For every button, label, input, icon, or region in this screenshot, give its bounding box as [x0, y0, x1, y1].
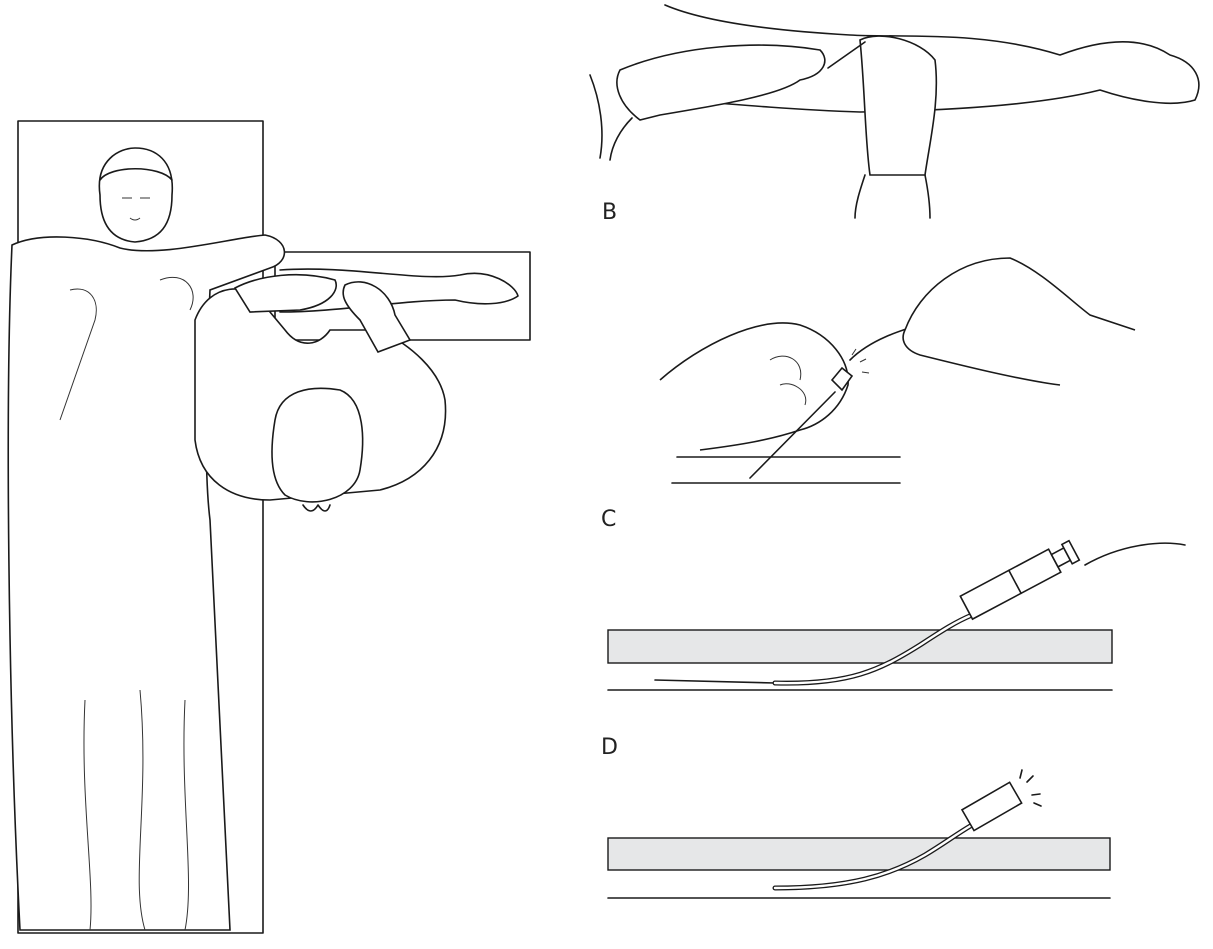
needle-shaft: [749, 391, 836, 479]
right-gloved-hand: [859, 35, 938, 176]
operator-head: [271, 387, 364, 503]
panel-a-illustration: [589, 4, 1200, 219]
guidewire-tip: [654, 679, 776, 684]
needle: [827, 41, 866, 69]
sterile-drape: [7, 234, 286, 931]
panel-label-b: B: [602, 200, 618, 225]
hand-holding-needle: [659, 322, 849, 451]
panel-label-c: C: [601, 507, 617, 532]
surgical-cap: [99, 167, 173, 181]
patient-on-table-illustration: [7, 120, 531, 934]
left-gloved-hand: [616, 44, 826, 121]
panel-b-illustration: [659, 257, 1136, 484]
tissue-band: [607, 837, 1111, 871]
needle-hub: [830, 366, 854, 392]
panel-label-d: D: [601, 735, 618, 760]
tissue-band: [607, 629, 1113, 664]
blood-flashback-icon: [1019, 769, 1042, 807]
guidewire-exit: [1084, 542, 1186, 566]
operator-left-hand: [233, 273, 337, 313]
patient-head: [98, 147, 173, 243]
panel-d-illustration: [607, 769, 1111, 899]
catheter-hub: [960, 781, 1023, 832]
panel-c-illustration: [607, 539, 1186, 691]
catheter-hub-syringe: [959, 539, 1081, 621]
operator-right-hand: [342, 281, 412, 353]
hand-feeding-wire: [902, 257, 1136, 386]
